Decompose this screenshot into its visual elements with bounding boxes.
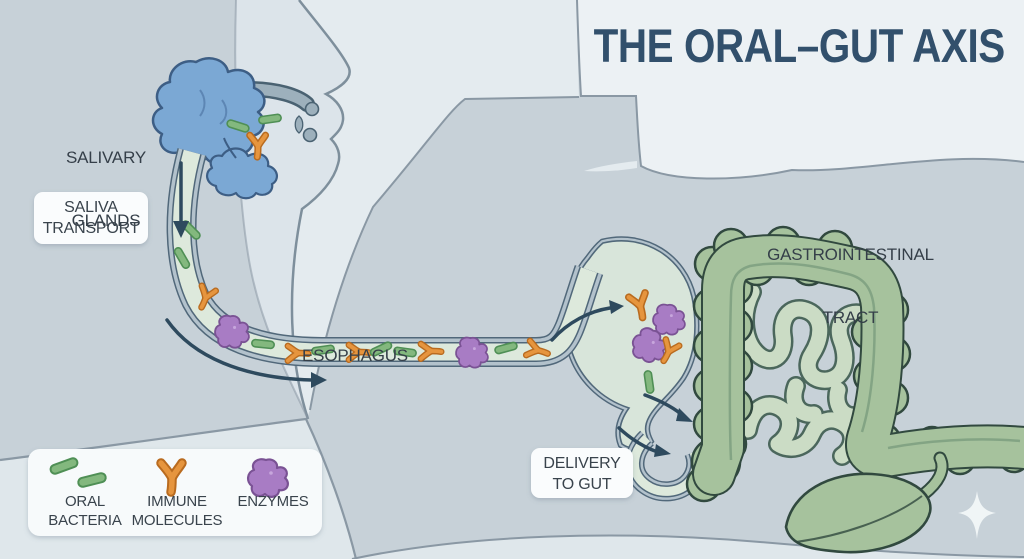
salivary-duct [223, 137, 237, 159]
sigmoid-leaf [784, 451, 949, 554]
delivery-to-gut-box [531, 448, 633, 498]
gastrointestinal-tract-label: GASTROINTESTINAL TRACT [767, 245, 934, 327]
esophagus-flow-arrow [165, 318, 314, 382]
lower-lip [302, 127, 318, 143]
background-light-title-region [576, 0, 1024, 180]
delivery-to-gut-label: DELIVERY TO GUT [543, 455, 621, 493]
esophagus-tube [166, 148, 604, 367]
salivary-glands-label: SALIVARY GLANDS [66, 148, 146, 230]
page-title: THE ORAL–GUT AXIS [593, 19, 1006, 72]
legend-item-immune-molecules: IMMUNE MOLECULES [131, 493, 223, 529]
legend-item-oral-bacteria: ORAL BACTERIA [48, 493, 122, 529]
bacteria-rod-icon [250, 338, 276, 350]
flow-arrows [165, 161, 693, 457]
colon-crease-line [728, 262, 1021, 461]
upper-lip [304, 101, 320, 117]
saliva-transport-box [34, 192, 148, 244]
colon [685, 225, 1024, 554]
sparkle-icon [958, 491, 996, 539]
into-stomach-arrow [550, 306, 612, 342]
legend-item-enzymes: ENZYMES [237, 493, 309, 510]
uvula [294, 115, 304, 134]
esophagus-label: ESOPHAGUS [302, 346, 408, 365]
salivary-glands-illustration [151, 57, 278, 200]
face-profile-outline [290, 0, 351, 420]
saliva-transport-label: SALIVA TRANSPORT [42, 199, 140, 237]
saliva-lumen [173, 149, 598, 361]
